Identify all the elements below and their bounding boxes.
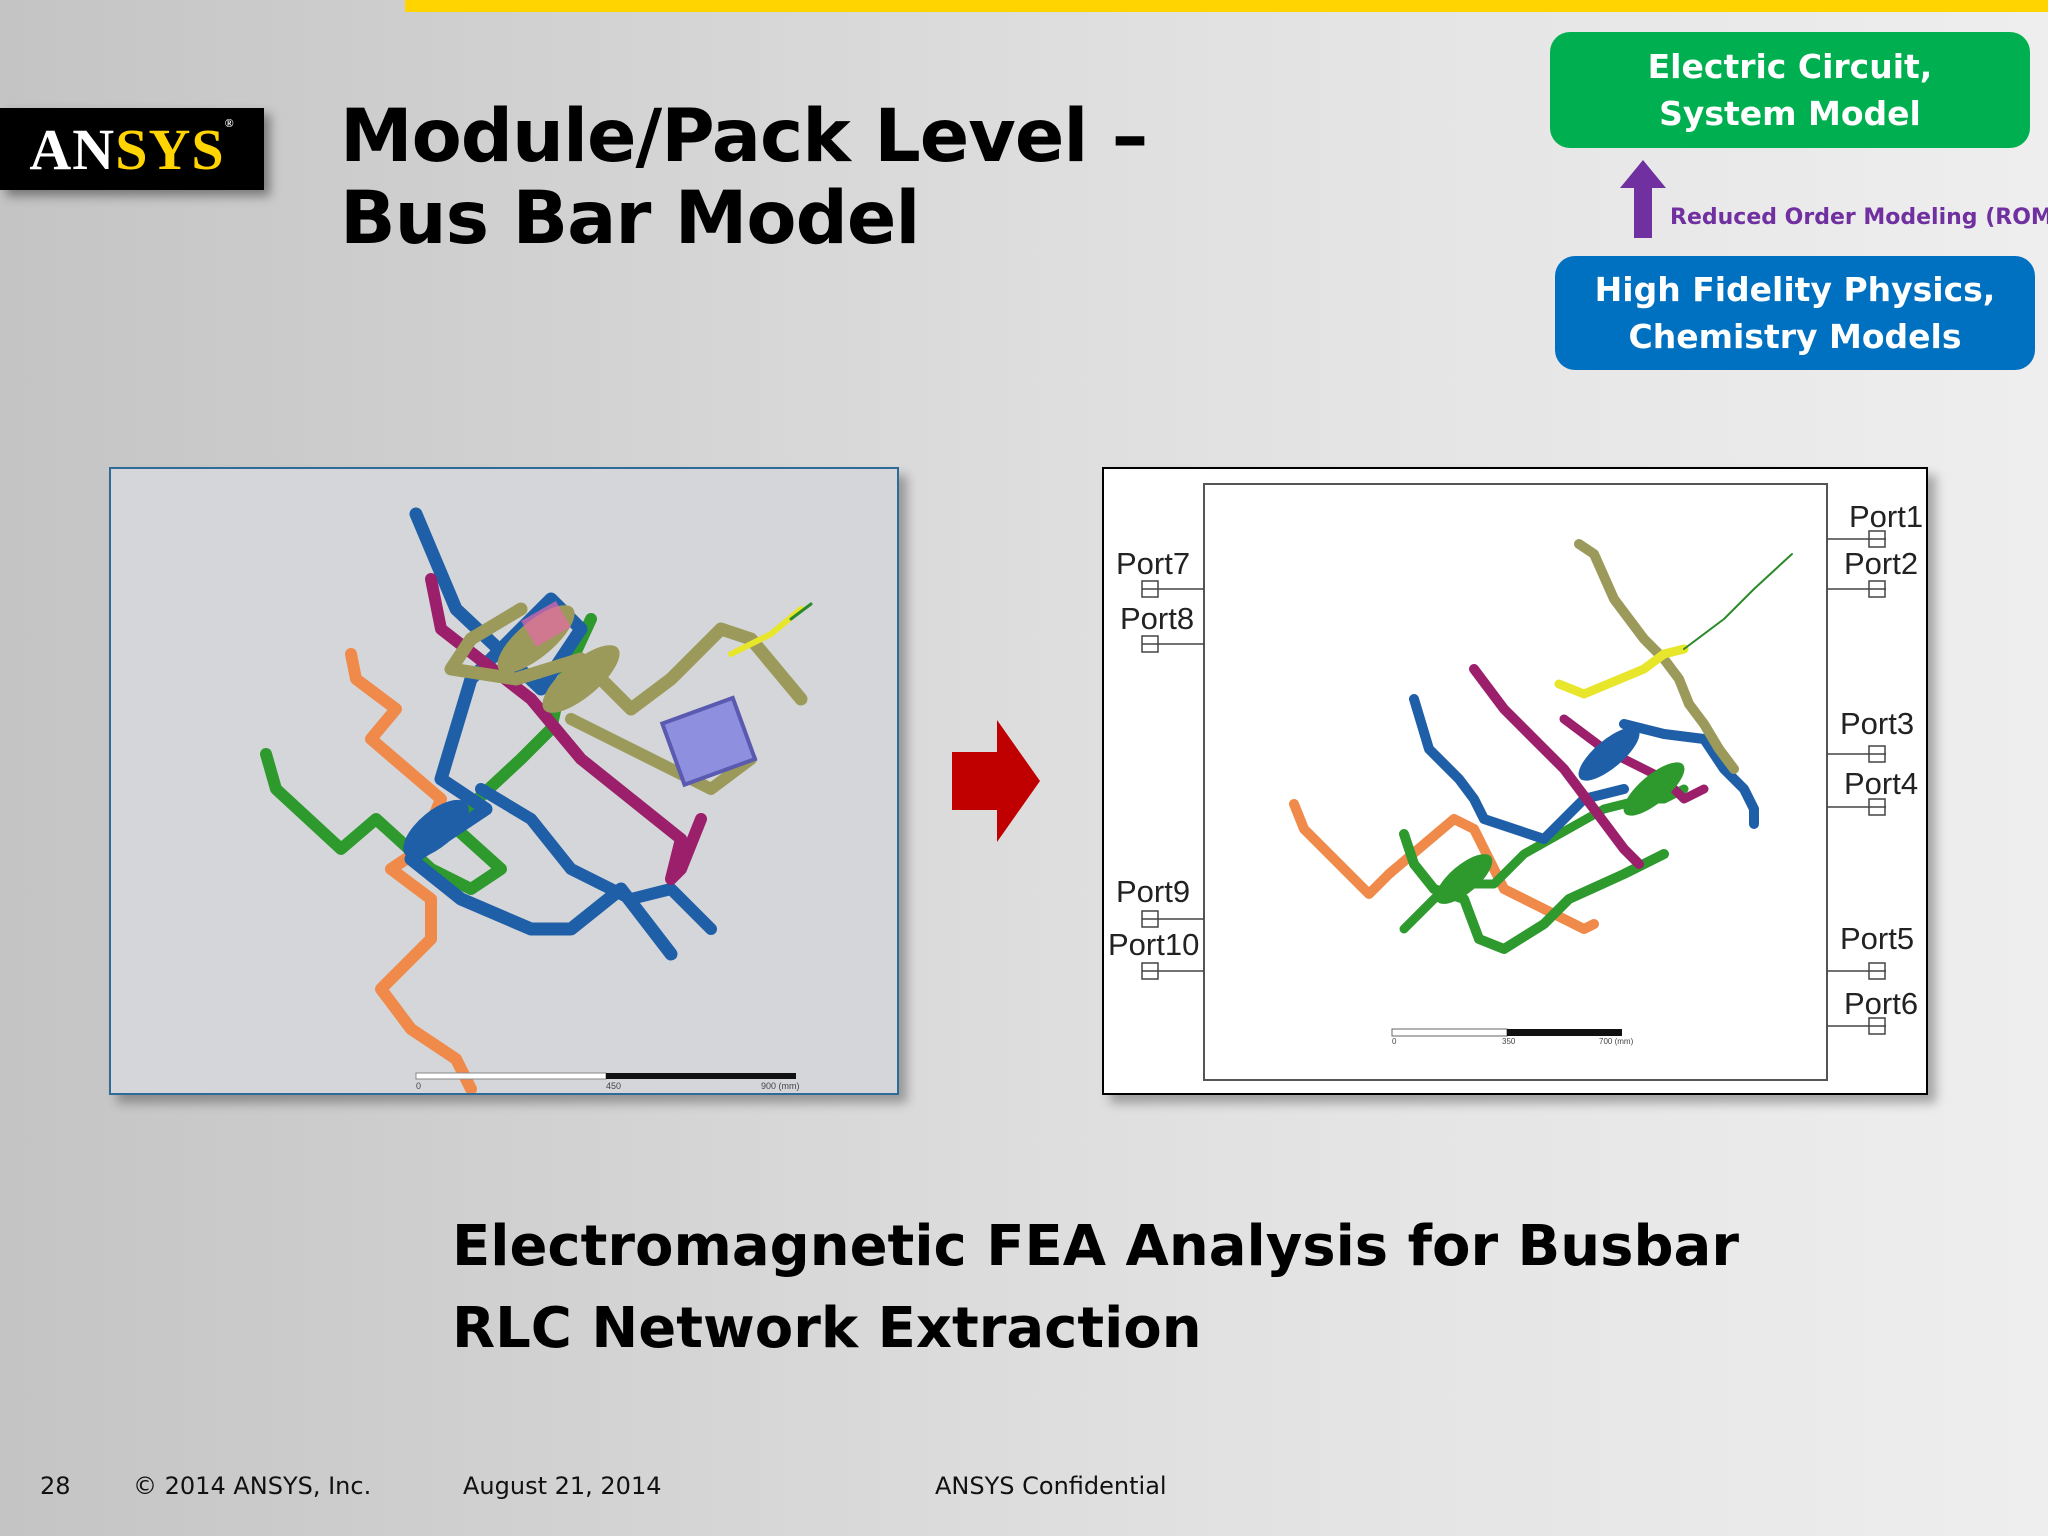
slide-caption: Electromagnetic FEA Analysis for Busbar … (452, 1206, 1752, 1370)
footer-date: August 21, 2014 (463, 1472, 662, 1500)
left-scale-label-2: 900 (mm) (761, 1081, 800, 1091)
system-model-box: Electric Circuit,System Model (1550, 32, 2030, 148)
right-scale-label-1: 350 (1502, 1037, 1516, 1046)
port-6-label: Port6 (1844, 986, 1919, 1021)
right-scale-label-0: 0 (1392, 1037, 1397, 1046)
title-line-1: Module/Pack Level – (340, 94, 1148, 179)
left-scale-label-1: 450 (606, 1081, 621, 1091)
copyright-text: © 2014 ANSYS, Inc. (133, 1472, 372, 1500)
top-accent-bar (405, 0, 2048, 12)
left-scale-label-0: 0 (416, 1081, 421, 1091)
ansys-logo: ANSYS® (0, 108, 264, 190)
caption-line-1: Electromagnetic FEA Analysis for Busbar (452, 1214, 1739, 1279)
confidential-label: ANSYS Confidential (935, 1472, 1167, 1500)
port-3-label: Port3 (1840, 706, 1915, 741)
busbar-circuit-schematic-image: 0 350 700 (mm) Port7 Port8 Port9 Port10 … (1102, 467, 1928, 1095)
high-fidelity-box: High Fidelity Physics,Chemistry Models (1555, 256, 2035, 370)
port-9-label: Port9 (1116, 874, 1191, 909)
red-arrow-right-icon (952, 720, 1040, 842)
port-1-label: Port1 (1849, 499, 1924, 534)
busbar-3d-model-image: 0 450 900 (mm) (109, 467, 899, 1095)
page-number: 28 (40, 1472, 71, 1500)
slide-title: Module/Pack Level – Bus Bar Model (340, 96, 1240, 260)
title-line-2: Bus Bar Model (340, 176, 920, 261)
port-4-label: Port4 (1844, 766, 1919, 801)
arrow-up-icon (1620, 160, 1666, 238)
port-7-label: Port7 (1116, 546, 1191, 581)
rom-label: Reduced Order Modeling (ROM) (1670, 205, 2048, 230)
port-10-label: Port10 (1108, 927, 1200, 962)
caption-line-2: RLC Network Extraction (452, 1296, 1202, 1361)
port-5-label: Port5 (1840, 921, 1915, 956)
port-8-label: Port8 (1120, 601, 1195, 636)
port-2-label: Port2 (1844, 546, 1919, 581)
right-scale-label-2: 700 (mm) (1599, 1037, 1634, 1046)
